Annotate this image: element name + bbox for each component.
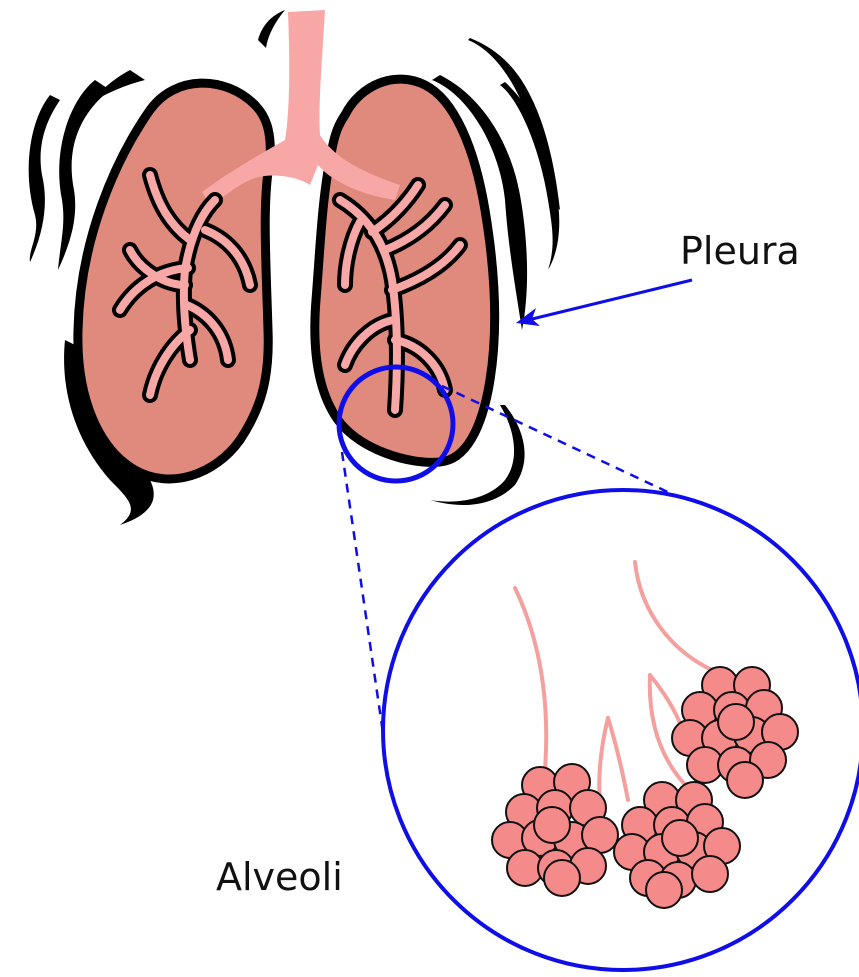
alveoli-label: Alveoli <box>216 855 343 899</box>
pleura-label: Pleura <box>680 229 800 273</box>
pleura-arrow <box>516 280 692 326</box>
